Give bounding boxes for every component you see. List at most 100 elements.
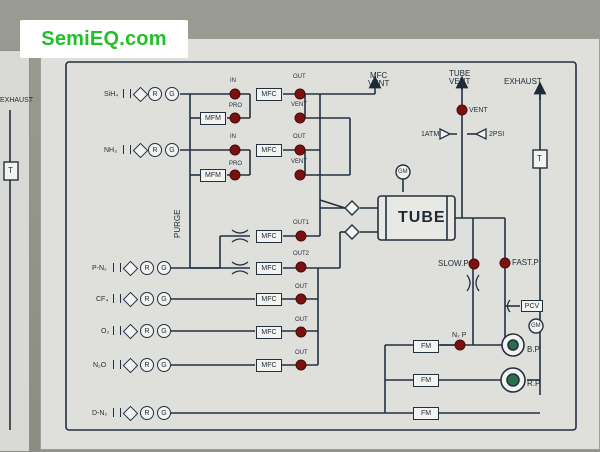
pcv-box: PCV (521, 300, 543, 312)
valve-o2-out (295, 326, 307, 338)
valve-nh3-in (229, 144, 241, 156)
valve-label-out-n2o: OUT (295, 350, 308, 356)
filter-icon (123, 145, 131, 154)
throttle-out2 (231, 261, 249, 275)
valve-fast-p (499, 257, 511, 269)
psi-label: 2PSI (489, 131, 505, 138)
valve-label-out: OUT (293, 74, 306, 80)
gas-line-pn2: P-N₂ (92, 265, 107, 272)
valve-label-pro: PRO (229, 161, 243, 167)
valve-nh3-out (294, 144, 306, 156)
valve-label-out: OUT (293, 134, 306, 140)
valve-cf4-out (295, 293, 307, 305)
gauge-icon: G (165, 143, 179, 157)
gas-line-dn2: D-N₂ (92, 410, 108, 417)
valve-label-out1: OUT1 (293, 220, 310, 226)
valve-n2p (454, 339, 466, 351)
regulator-icon: R (140, 261, 154, 275)
filter-icon (113, 360, 121, 369)
gauge-icon: G (157, 324, 171, 338)
valve-nh3-pro (229, 169, 241, 181)
valve-label-vent: VENT (291, 102, 308, 108)
filter-icon (123, 89, 131, 98)
tube-label: TUBE (398, 209, 446, 226)
gas-line-o2: O₂ (101, 328, 110, 335)
regulator-icon: R (140, 324, 154, 338)
check-valve-top (344, 200, 360, 216)
filter-icon (113, 408, 121, 417)
diagram-border (65, 61, 577, 431)
gm-gauge-pump (528, 318, 544, 334)
valve-label-in: IN (230, 134, 236, 140)
regulator-icon: R (148, 143, 162, 157)
mfc-n2o: MFC (256, 359, 282, 372)
gm-label-pump: GM (531, 323, 541, 329)
regulator-icon: R (148, 87, 162, 101)
valve-label-vent: VENT (291, 159, 308, 165)
relief-2psi (474, 127, 487, 141)
rp-label: R.P (527, 379, 541, 388)
throttle-out1 (231, 229, 249, 243)
gas-line-n2o: N₂O (93, 362, 107, 369)
atm-label: 1ATM (421, 131, 440, 138)
adjacent-panel (0, 50, 30, 452)
left-temp-gauge-t: T (8, 166, 13, 175)
fast-p-label: FAST.P (512, 258, 539, 267)
valve-out1 (295, 230, 307, 242)
gauge-icon: G (157, 358, 171, 372)
gas-line-sih4: SiH₄ (104, 91, 119, 98)
valve-slow-p (468, 258, 480, 270)
mfc-out1: MFC (256, 230, 282, 243)
gas-line-nh3: NH₃ (104, 147, 117, 154)
pump-group (500, 333, 526, 393)
mfm-sih4: MFM (200, 112, 226, 125)
gauge-icon: G (157, 261, 171, 275)
valve-label-out2: OUT2 (293, 251, 310, 257)
gauge-icon: G (165, 87, 179, 101)
mfc-sih4: MFC (256, 88, 282, 101)
exhaust-label: EXHAUST (504, 77, 542, 86)
left-exhaust-temp-gauge (3, 161, 19, 181)
valve-sih4-vent (294, 112, 306, 124)
bp-label: B.P (527, 345, 540, 354)
valve-out2 (295, 261, 307, 273)
valve-sih4-out (294, 88, 306, 100)
valve-label-pro: PRO (229, 103, 243, 109)
gm-gauge-tube (395, 164, 411, 180)
throttle-slow (466, 274, 480, 292)
logo: SemiEQ.com (20, 20, 188, 58)
mfc-nh3: MFC (256, 144, 282, 157)
valve-nh3-vent (294, 169, 306, 181)
valve-label-in: IN (230, 78, 236, 84)
filter-icon (113, 294, 121, 303)
n2p-label: N₂ P (452, 332, 467, 339)
gauge-icon: G (157, 292, 171, 306)
valve-tube-vent (456, 104, 468, 116)
tube-vent-valve-label: VENT (469, 107, 488, 114)
mfc-out2: MFC (256, 262, 282, 275)
relief-1atm (439, 127, 452, 141)
mfm-nh3: MFM (200, 169, 226, 182)
mfc-cf4: MFC (256, 293, 282, 306)
regulator-icon: R (140, 358, 154, 372)
valve-sih4-pro (229, 112, 241, 124)
mfc-o2: MFC (256, 326, 282, 339)
gm-label-tube: GM (398, 169, 408, 175)
temp-gauge-t: T (537, 154, 542, 163)
gas-line-cf4: CF₄ (96, 296, 109, 303)
logo-text: SemiEQ.com (41, 27, 167, 50)
filter-icon (113, 326, 121, 335)
regulator-icon: R (140, 292, 154, 306)
valve-label-out-cf4: OUT (295, 284, 308, 290)
fm-n2p: FM (413, 340, 439, 353)
exhaust-temp-gauge (532, 149, 548, 169)
filter-icon (113, 263, 121, 272)
valve-n2o-out (295, 359, 307, 371)
throttle-pcv (506, 299, 511, 313)
check-valve-bottom (344, 224, 360, 240)
exhaust-left-label: EXHAUST (0, 97, 34, 104)
slow-p-label: SLOW.P (438, 259, 469, 268)
